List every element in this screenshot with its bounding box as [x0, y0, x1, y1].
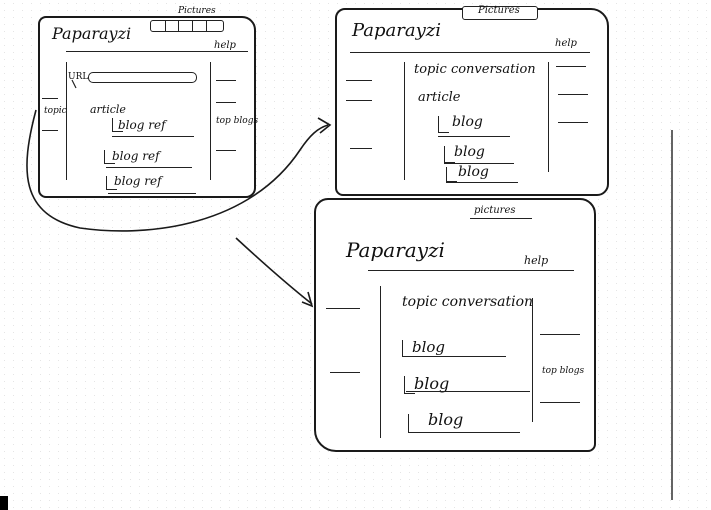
sketch3-logo: Paparayzi — [346, 238, 445, 262]
sketch1-blog-rule — [106, 167, 192, 168]
sketch2-blog[interactable]: blog — [458, 164, 489, 180]
sketch1-blog-ref[interactable]: blog ref — [112, 149, 160, 163]
sketch1-url-cursor — [71, 79, 77, 89]
sketch3-left-rule — [330, 372, 360, 373]
sketch2-left-column-border — [404, 62, 405, 180]
sketch3-blog[interactable]: blog — [412, 338, 446, 356]
sketch1-left-rule — [42, 98, 58, 99]
sketch2-blog-marker — [438, 116, 449, 133]
sketch2-right-rule — [558, 94, 588, 95]
sketch2-left-rule — [350, 148, 372, 149]
sketch1-blog-ref-marker — [104, 150, 115, 164]
sketch3-help-link[interactable]: help — [524, 254, 549, 267]
sketch2-logo: Paparayzi — [352, 20, 442, 41]
sketch1-tab-divider — [165, 21, 166, 31]
sketch2-blog-rule — [438, 136, 510, 137]
sketch1-topic-label: topic — [44, 106, 67, 116]
sketch3-window — [314, 198, 596, 452]
sketch3-blog[interactable]: blog — [428, 410, 464, 429]
sketch1-header-rule — [66, 51, 248, 52]
sketch3-right-rule — [540, 402, 580, 403]
sketch1-article-link[interactable]: article — [90, 103, 126, 116]
sketch1-tab-divider — [206, 21, 207, 31]
sketch1-right-column-border — [210, 62, 211, 180]
sketch2-blog-rule — [444, 163, 514, 164]
sketch1-blog-rule — [112, 136, 194, 137]
sketch1-blog-ref[interactable]: blog ref — [118, 118, 166, 132]
sketch2-help-link[interactable]: help — [555, 38, 577, 49]
sketch2-header-rule — [350, 52, 590, 53]
sketch1-left-rule — [42, 130, 58, 131]
sketch3-blog-marker — [404, 376, 415, 394]
sketch3-blog[interactable]: blog — [414, 374, 450, 393]
sketch1-blog-ref-marker — [106, 176, 117, 190]
sketch1-left-column-border — [66, 62, 67, 180]
arrow-sketch1-to-sketch2 — [26, 109, 329, 232]
arrowhead-to-sketch2 — [317, 117, 332, 134]
sketch2-article-link[interactable]: article — [418, 90, 461, 105]
sketch2-blog-marker — [446, 167, 457, 182]
sketch2-pictures-label: Pictures — [478, 5, 520, 16]
sketch3-blog-rule — [404, 356, 506, 357]
sketch2-left-rule — [346, 80, 372, 81]
sketch3-pictures-underline — [470, 218, 532, 219]
sketch2-blog-rule — [446, 182, 518, 183]
sketch2-right-rule — [558, 122, 588, 123]
sketch3-header-rule — [368, 270, 574, 271]
sketch3-blog-rule — [410, 432, 520, 433]
sketch1-right-rule — [216, 102, 236, 103]
sketch3-left-rule — [326, 308, 360, 309]
sketch1-right-rule — [216, 80, 236, 81]
sketch2-pictures-tab[interactable] — [462, 6, 538, 20]
sketch1-help-link[interactable]: help — [214, 40, 236, 51]
sketch1-blog-rule — [108, 193, 196, 194]
sketch1-url-input[interactable] — [88, 72, 197, 83]
sketch3-topic-conversation: topic conversation — [402, 294, 534, 310]
sketch2-right-rule — [556, 66, 586, 67]
sketch1-pictures-label: Pictures — [178, 6, 216, 16]
sketch3-top-blogs-label: top blogs — [542, 366, 585, 376]
sketch3-pictures-label: pictures — [474, 205, 516, 216]
sketch1-right-rule — [216, 150, 236, 151]
sketch1-tab-divider — [178, 21, 179, 31]
sketch3-blog-rule — [406, 391, 530, 392]
sketch2-blog[interactable]: blog — [454, 144, 485, 160]
sketch2-window — [335, 8, 609, 196]
sketch2-blog-marker — [444, 146, 455, 163]
sketch2-right-column-border — [548, 62, 549, 172]
sketch3-right-rule — [540, 334, 580, 335]
sketch2-topic-conversation: topic conversation — [414, 62, 536, 77]
sketch1-tab-divider — [192, 21, 193, 31]
sketch1-blog-ref-marker — [112, 118, 123, 132]
sketch2-left-rule — [346, 100, 372, 101]
sketch3-right-column-border — [532, 298, 533, 422]
sketch2-blog[interactable]: blog — [452, 114, 483, 130]
sketch3-left-column-border — [380, 286, 381, 438]
sketch1-pictures-tab[interactable] — [150, 20, 224, 32]
sketch1-top-blogs-label: top blogs — [216, 116, 259, 126]
sketch1-url-label: URL — [68, 72, 89, 82]
arrow-sketch1-to-sketch3 — [235, 237, 313, 305]
scan-corner-mark — [0, 496, 8, 510]
sketch1-logo: Paparayzi — [52, 24, 132, 43]
sketch1-blog-ref[interactable]: blog ref — [114, 174, 162, 188]
arrowhead-to-sketch3 — [301, 291, 314, 308]
